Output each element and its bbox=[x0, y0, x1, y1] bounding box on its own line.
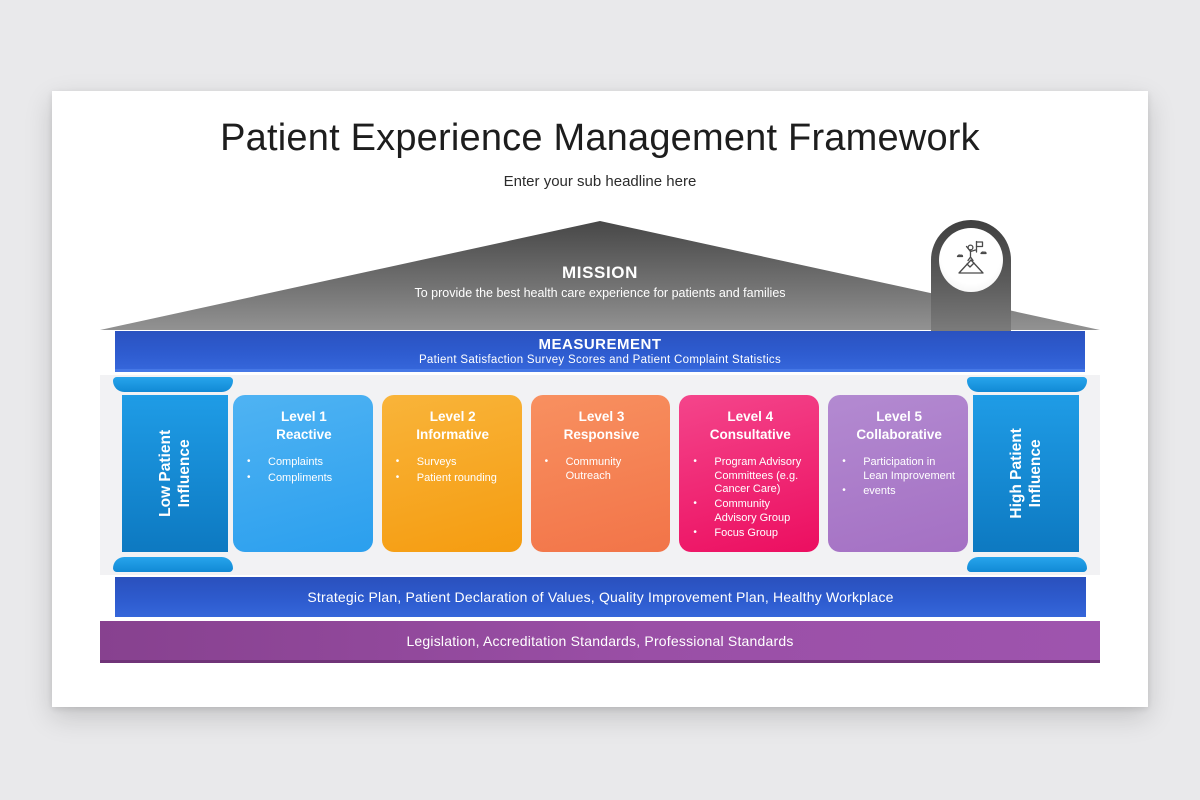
level-card-bullet: •Patient rounding bbox=[395, 471, 497, 484]
right-pillar-top-cap bbox=[967, 377, 1087, 392]
left-pillar-bottom-cap bbox=[113, 557, 233, 572]
measurement-subtitle: Patient Satisfaction Survey Scores and P… bbox=[418, 354, 782, 366]
measurement-title: MEASUREMENT bbox=[538, 336, 662, 353]
bullet-dot-icon: • bbox=[544, 456, 549, 468]
level-card-bullet: •Participation in Lean Improvement bbox=[842, 456, 955, 482]
level-card-bullet: •Compliments bbox=[247, 471, 333, 484]
mission-badge bbox=[931, 220, 1011, 331]
level-card-bullet: •Focus Group bbox=[693, 527, 778, 540]
level-card-bullet: •events bbox=[842, 484, 896, 497]
level-card-bullet: •Community Advisory Group bbox=[693, 498, 791, 524]
bullet-dot-icon: • bbox=[395, 471, 400, 483]
level-card-bullet: •Complaints bbox=[247, 456, 324, 469]
achievement-flag-icon bbox=[950, 237, 992, 284]
level-card-bullet: •Program Advisory Committees (e.g. Cance… bbox=[693, 456, 802, 495]
right-pillar-bottom-cap bbox=[967, 557, 1087, 572]
foundation-bar: Legislation, Accreditation Standards, Pr… bbox=[100, 621, 1100, 663]
strategy-bar: Strategic Plan, Patient Declaration of V… bbox=[115, 577, 1086, 617]
page-subtitle: Enter your sub headline here bbox=[503, 173, 697, 190]
bullet-dot-icon: • bbox=[693, 527, 697, 539]
bullet-dot-icon: • bbox=[247, 471, 251, 483]
level-card-bullet: •Community Outreach bbox=[544, 456, 622, 482]
bullet-dot-icon: • bbox=[247, 456, 251, 468]
left-pillar-top-cap bbox=[113, 377, 233, 392]
page-title: Patient Experience Management Framework bbox=[220, 117, 980, 159]
bullet-dot-icon: • bbox=[693, 498, 697, 510]
measurement-bar: MEASUREMENT Patient Satisfaction Survey … bbox=[115, 331, 1085, 372]
mission-title: MISSION bbox=[562, 263, 638, 282]
slide-canvas: Patient Experience Management Framework … bbox=[52, 91, 1148, 707]
badge-circle bbox=[939, 228, 1003, 292]
bullet-dot-icon: • bbox=[693, 456, 697, 468]
bullet-dot-icon: • bbox=[842, 456, 846, 468]
level-card-bullet: •Surveys bbox=[395, 456, 457, 469]
bullet-dot-icon: • bbox=[395, 456, 400, 468]
mission-block: MISSION To provide the best health care … bbox=[52, 263, 1148, 300]
bullet-dot-icon: • bbox=[842, 484, 846, 496]
mission-subtitle: To provide the best health care experien… bbox=[414, 286, 786, 300]
